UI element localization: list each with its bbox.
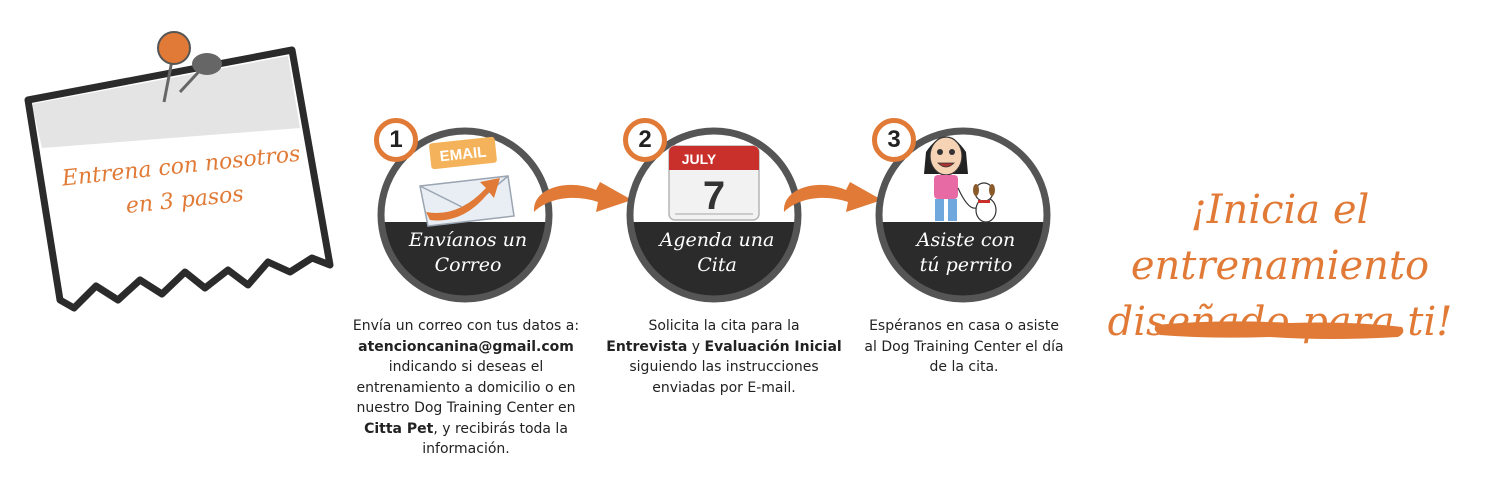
torn-paper-icon bbox=[24, 46, 334, 312]
brush-stroke-icon bbox=[1154, 321, 1404, 339]
step-1-number: 1 bbox=[374, 118, 418, 162]
cta-line-1: ¡Inicia el entrenamiento bbox=[1130, 187, 1430, 289]
step-3-description: Espéranos en casa o asiste al Dog Traini… bbox=[864, 316, 1064, 378]
step-2-desc-bold-2: Evaluación Inicial bbox=[704, 338, 842, 355]
step-3-label-line-2: tú perrito bbox=[919, 254, 1013, 276]
step-1: EMAIL 1 Envíanos un Correo bbox=[368, 118, 568, 318]
call-to-action: ¡Inicia el entrenamiento diseñado para t… bbox=[1060, 182, 1500, 350]
step-2-number: 2 bbox=[623, 118, 667, 162]
step-1-desc-intro: Envía un correo con tus datos a: bbox=[352, 318, 580, 334]
brand-name: Citta Pet bbox=[364, 420, 434, 437]
step-3-circle bbox=[875, 127, 1051, 303]
step-2-label-line-1: Agenda una bbox=[659, 229, 775, 251]
step-3-number: 3 bbox=[872, 118, 916, 162]
step-1-label-line-2: Correo bbox=[434, 254, 502, 276]
curved-arrow-icon bbox=[533, 182, 632, 212]
calendar-day: 7 bbox=[703, 174, 725, 218]
step-3-label: Asiste con tú perrito bbox=[896, 228, 1036, 278]
step-1-desc-body: indicando si deseas el entrenamiento a d… bbox=[356, 359, 576, 416]
email-envelope-icon bbox=[419, 136, 515, 227]
step-3-desc-body: Espéranos en casa o asiste al Dog Traini… bbox=[864, 318, 1064, 375]
step-2-label-line-2: Cita bbox=[697, 254, 737, 276]
step-2-description: Solicita la cita para la Entrevista y Ev… bbox=[604, 316, 844, 398]
step-3: 3 Asiste con tú perrito bbox=[866, 118, 1066, 318]
step-1-label-line-1: Envíanos un bbox=[408, 229, 528, 251]
curved-arrow-icon bbox=[783, 182, 882, 212]
contact-email: atencioncanina@gmail.com bbox=[358, 338, 574, 355]
email-icon-text: EMAIL bbox=[439, 144, 487, 166]
step-2-desc-bold-1: Entrevista bbox=[606, 338, 688, 355]
sticky-note: Entrena con nosotros en 3 pasos bbox=[0, 0, 360, 330]
calendar-month: JULY bbox=[682, 151, 717, 167]
step-1-desc-end: , y recibirás toda la información. bbox=[422, 420, 568, 458]
woman-with-dog-icon bbox=[924, 136, 997, 223]
step-2-circle: JULY 7 bbox=[626, 127, 802, 303]
step-1-description: Envía un correo con tus datos a: atencio… bbox=[346, 316, 586, 460]
step-1-circle: EMAIL bbox=[377, 127, 553, 303]
step-3-label-line-1: Asiste con bbox=[916, 229, 1016, 251]
calendar-icon bbox=[668, 145, 760, 221]
step-2-desc-intro: Solicita la cita para la bbox=[648, 318, 800, 334]
step-2: JULY 7 2 Agenda una Cita bbox=[617, 118, 817, 318]
step-2-desc-conj: y bbox=[691, 338, 701, 355]
pushpin-icon bbox=[157, 31, 222, 103]
step-2-label: Agenda una Cita bbox=[647, 228, 787, 278]
step-2-desc-end: siguiendo las instrucciones enviadas por… bbox=[629, 359, 819, 396]
step-1-label: Envíanos un Correo bbox=[398, 228, 538, 278]
